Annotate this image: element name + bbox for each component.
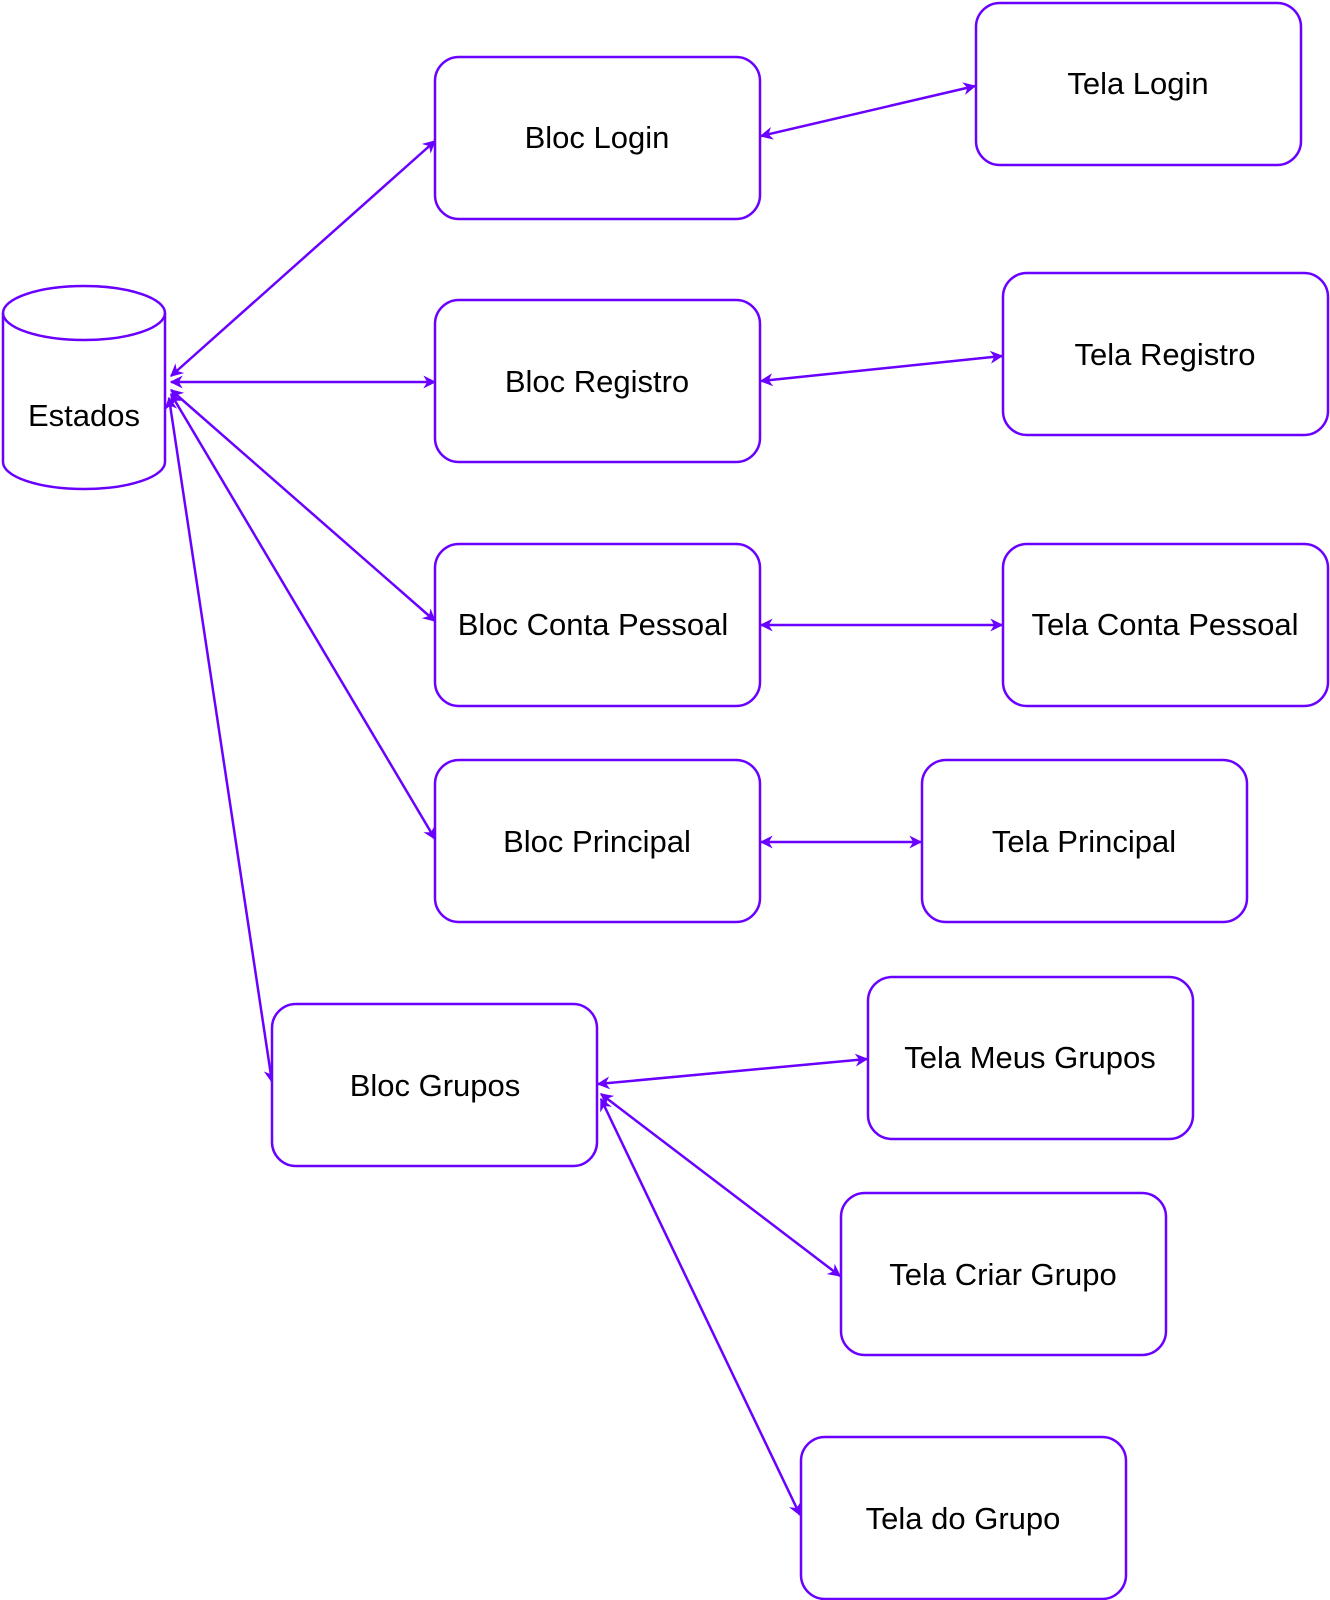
edge-bloc-registro-tela-registro xyxy=(759,350,1004,387)
tela-principal-node: Tela Principal xyxy=(920,758,1249,924)
edge-bloc-grupos-tela-meus-grupos xyxy=(596,1053,869,1090)
estados-database-node: Estados xyxy=(1,284,167,491)
bloc-registro-label: Bloc Registro xyxy=(505,364,689,399)
database-top-rim xyxy=(1,312,167,342)
bloc-principal-label: Bloc Principal xyxy=(503,824,691,859)
edge-estados-bloc-login xyxy=(170,140,436,377)
edge-bloc-grupos-tela-criar-grupo xyxy=(599,1093,842,1277)
bloc-grupos-label: Bloc Grupos xyxy=(350,1068,521,1103)
tela-do-grupo-node: Tela do Grupo xyxy=(799,1435,1128,1600)
edges-layer xyxy=(164,82,1004,1517)
tela-registro-label: Tela Registro xyxy=(1075,337,1256,372)
edge-bloc-grupos-tela-do-grupo xyxy=(599,1097,802,1517)
edge-estados-bloc-grupos xyxy=(164,396,277,1084)
bloc-grupos-node: Bloc Grupos xyxy=(270,1002,599,1168)
tela-login-label: Tela Login xyxy=(1067,66,1208,101)
bloc-conta-pessoal-label: Bloc Conta Pessoal xyxy=(458,607,729,642)
tela-do-grupo-label: Tela do Grupo xyxy=(866,1501,1061,1536)
tela-principal-label: Tela Principal xyxy=(992,824,1176,859)
estados-label: Estados xyxy=(28,398,140,433)
bloc-conta-pessoal-node: Bloc Conta Pessoal xyxy=(433,542,762,708)
bloc-login-label: Bloc Login xyxy=(525,120,670,155)
tela-criar-grupo-label: Tela Criar Grupo xyxy=(889,1257,1116,1292)
tela-registro-node: Tela Registro xyxy=(1001,271,1330,437)
edge-estados-bloc-principal xyxy=(169,392,437,841)
tela-conta-pessoal-label: Tela Conta Pessoal xyxy=(1031,607,1298,642)
bloc-principal-node: Bloc Principal xyxy=(433,758,762,924)
tela-meus-grupos-node: Tela Meus Grupos xyxy=(866,975,1195,1141)
tela-login-node: Tela Login xyxy=(974,1,1303,167)
edge-bloc-login-tela-login xyxy=(759,82,977,140)
database-icon xyxy=(1,284,167,491)
tela-meus-grupos-label: Tela Meus Grupos xyxy=(904,1040,1156,1075)
bloc-registro-node: Bloc Registro xyxy=(433,298,762,464)
bloc-login-node: Bloc Login xyxy=(433,55,762,221)
tela-conta-pessoal-node: Tela Conta Pessoal xyxy=(1001,542,1330,708)
tela-criar-grupo-node: Tela Criar Grupo xyxy=(839,1191,1168,1357)
edge-estados-bloc-conta-pessoal xyxy=(170,389,436,622)
